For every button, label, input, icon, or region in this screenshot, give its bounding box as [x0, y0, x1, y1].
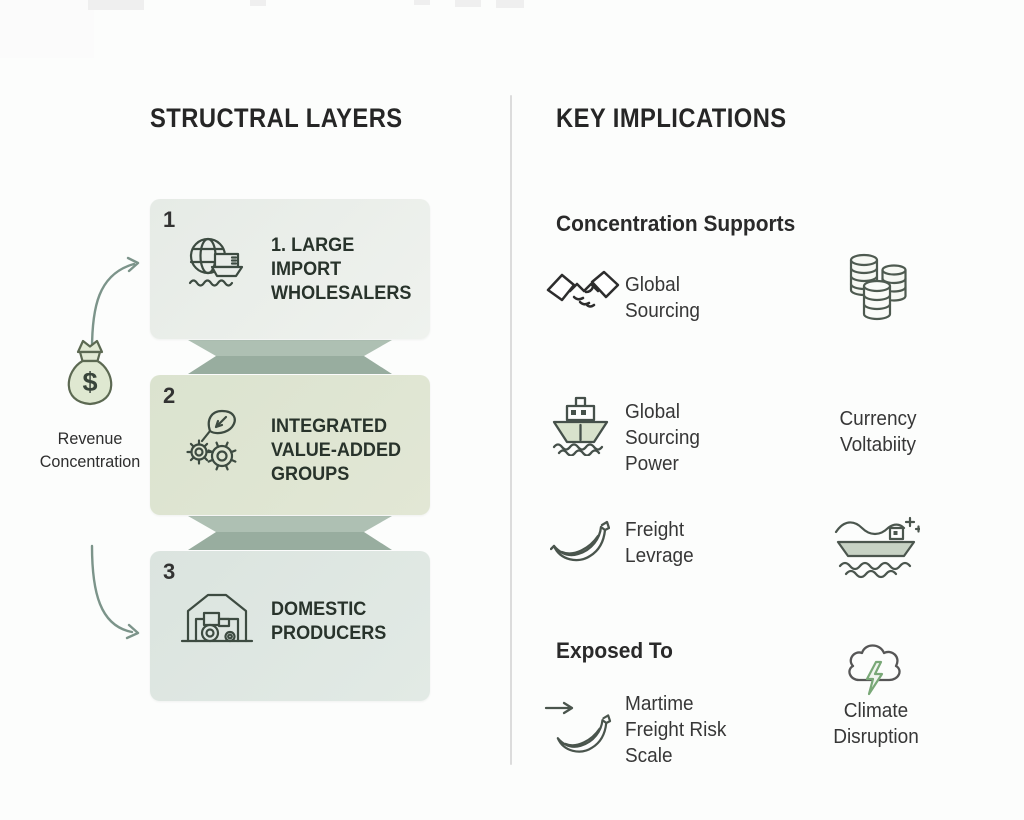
- barn-tractor-icon: [180, 593, 254, 643]
- funnel-connector: [188, 516, 392, 550]
- layer-label: INTEGRATED VALUE-ADDED GROUPS: [271, 416, 402, 485]
- maritime-freight-risk-label: Martime Freight Risk Scale: [625, 693, 727, 767]
- global-sourcing-label: Global Sourcing: [625, 274, 700, 322]
- layer-box-domestic-producers: 3 DOMESTIC PRODUCERS: [150, 551, 430, 701]
- column-divider: [510, 95, 512, 765]
- globe-ship-icon: [188, 237, 244, 287]
- arrow-to-box1-head: [126, 256, 140, 273]
- climate-disruption-label: Climate Disruption: [833, 700, 919, 748]
- structural-layers-stack: 1 1. LARGE IMPORT WHOLESALERS 2: [150, 199, 430, 701]
- arrow-to-box3: [90, 544, 134, 634]
- left-column-title: STRUCTRAL LAYERS: [150, 103, 437, 134]
- layer-number: 3: [163, 559, 176, 584]
- banana-icon: [550, 520, 610, 562]
- funnel-connector: [188, 340, 392, 374]
- top-edge-smudge: [88, 0, 144, 10]
- currency-volatility-label: Currency Voltabiity: [839, 408, 917, 456]
- ship-in-waves-icon: [834, 516, 920, 579]
- top-edge-smudge: [250, 0, 266, 6]
- money-bag-icon: $: [67, 339, 113, 406]
- layer-box-value-added-groups: 2 INTEGRATED VALUE-ADDED GROUPS: [150, 375, 430, 515]
- left-column-title-text: STRUCTRAL LAYERS: [150, 103, 403, 133]
- coin-stacks-icon: [849, 253, 907, 321]
- leaf-gears-icon: [186, 409, 237, 471]
- freight-leverage-label: Freight Levrage: [625, 519, 694, 567]
- global-sourcing-power-label: Global Sourcing Power: [625, 401, 700, 475]
- heading-exposed-to: Exposed To: [556, 638, 673, 663]
- right-column-title-text: KEY IMPLICATIONS: [556, 103, 787, 133]
- layer-number: 2: [163, 383, 176, 408]
- arrow-to-box3-head: [125, 623, 140, 640]
- top-edge-smudge: [414, 0, 430, 5]
- heading-concentration-supports: Concentration Supports: [556, 211, 796, 236]
- top-edge-smudge: [496, 0, 524, 8]
- layer-number: 1: [163, 207, 176, 232]
- layer-label: DOMESTIC PRODUCERS: [271, 599, 387, 644]
- revenue-concentration-label: Revenue Concentration: [39, 429, 141, 471]
- dollar-sign: $: [82, 367, 97, 397]
- layer-label: 1. LARGE IMPORT WHOLESALERS: [271, 235, 412, 304]
- cargo-ship-icon: [552, 396, 609, 456]
- top-left-smudge: [0, 0, 94, 58]
- storm-cloud-icon: [848, 644, 901, 696]
- top-edge-smudge: [455, 0, 481, 7]
- layer-box-import-wholesalers: 1 1. LARGE IMPORT WHOLESALERS: [150, 199, 430, 339]
- arrow-banana-icon: [544, 701, 612, 753]
- right-column-title: KEY IMPLICATIONS: [556, 103, 818, 134]
- handshake-icon: [546, 270, 620, 308]
